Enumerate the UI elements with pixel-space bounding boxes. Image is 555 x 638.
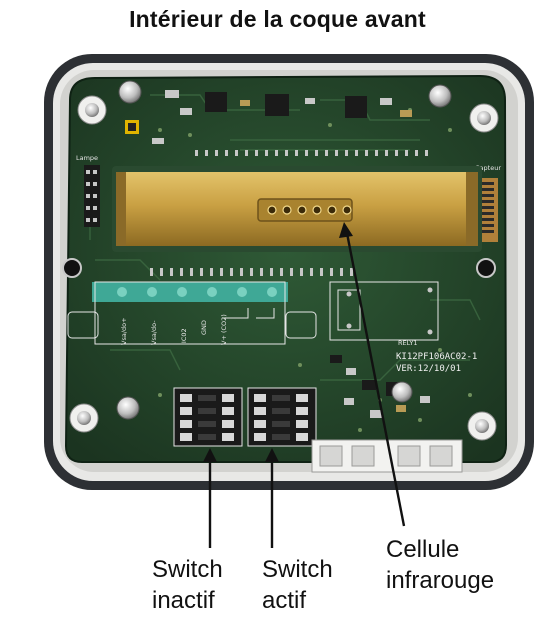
page-title: Intérieur de la coque avant — [129, 6, 426, 32]
lamp-silkscreen: Lampe — [76, 154, 98, 162]
ir-cell-label-line2: infrarouge — [386, 567, 495, 594]
board-version: VER:12/10/01 — [396, 364, 461, 374]
pin-label-vsa-do-plus: Vsa/do+ — [120, 317, 128, 345]
mounting-screws — [62, 80, 499, 441]
pin-label-gnd: GND — [200, 320, 208, 335]
ir-cell-pins — [267, 205, 352, 215]
relay-silkscreen: RELY1 — [398, 339, 418, 347]
ir-sensor-cell — [112, 166, 482, 252]
pin-label-v-co2: V+ (CO2) — [220, 314, 228, 345]
pin-label-iic02: IIC02 — [180, 328, 188, 345]
annotation-arrows — [203, 222, 406, 548]
switch-inactive-label-line1: Switch — [152, 556, 223, 583]
switch-active-label-line1: Switch — [262, 556, 333, 583]
switch-inactive-label: Switch inactif — [152, 554, 223, 616]
sensor-connector: Capteur — [475, 164, 501, 242]
relay-footprint: RELY1 — [329, 281, 439, 347]
ir-cell-label: Cellule infrarouge — [386, 534, 494, 596]
pin-label-vsa-do-minus: Vsa/do- — [150, 320, 158, 345]
switch-inactive-label-line2: inactif — [152, 587, 215, 614]
terminal-block: Vsa/do+ Vsa/do- IIC02 GND V+ (CO2) — [67, 281, 317, 345]
header-pins — [150, 268, 353, 276]
board-id: KI12PF106AC02-1 — [396, 352, 477, 362]
bottom-connector — [311, 439, 463, 473]
switch-active-label-line2: actif — [262, 587, 307, 614]
ir-cell-label-line1: Cellule — [386, 536, 460, 563]
switch-active-label: Switch actif — [262, 554, 333, 616]
dip-switch-active — [247, 387, 317, 447]
top-components — [125, 90, 428, 156]
lamp-connector: Lampe — [76, 154, 100, 227]
sensor-silkscreen: Capteur — [475, 164, 501, 172]
dip-switch-inactive — [173, 387, 243, 447]
board-id-silkscreen: KI12PF106AC02-1 VER:12/10/01 — [396, 352, 477, 374]
